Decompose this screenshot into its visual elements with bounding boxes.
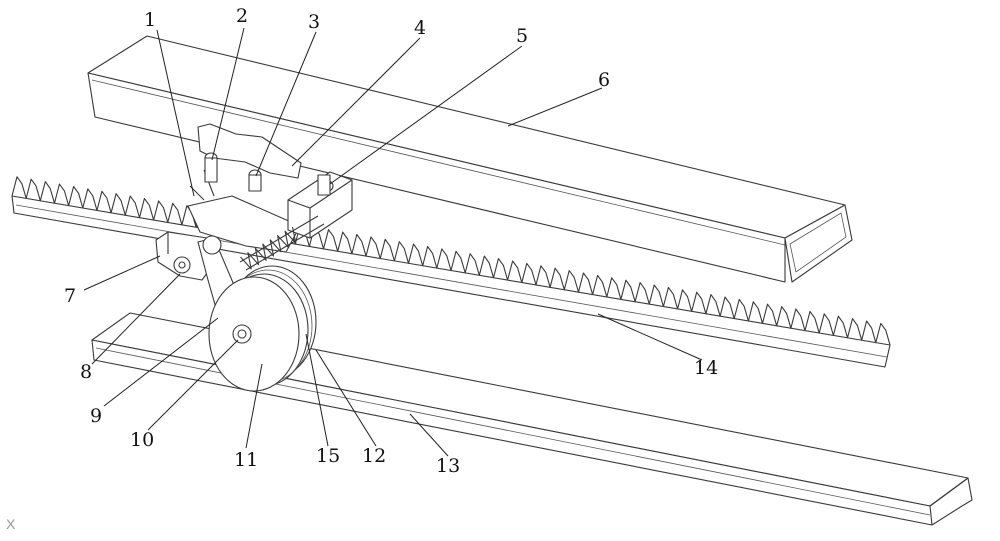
clamp-block [287,171,353,239]
label-11: 11 [234,449,258,471]
bracket [187,123,302,253]
label-4: 4 [414,17,426,39]
label-6: 6 [598,69,610,91]
part-labels: 1 2 3 4 5 6 7 8 9 10 11 15 12 13 14 [64,5,718,477]
label-10: 10 [130,429,154,451]
pulley [208,265,317,392]
corner-mark: X [6,516,16,532]
label-7: 7 [64,285,76,307]
spring [239,215,325,271]
label-12: 12 [362,445,386,467]
label-3: 3 [308,11,320,33]
label-14: 14 [694,357,718,379]
pin-3 [248,169,262,192]
label-8: 8 [80,361,92,383]
label-5: 5 [516,25,528,47]
label-13: 13 [436,455,460,477]
leader-lines [83,27,703,457]
label-2: 2 [236,5,248,27]
pin-2 [204,152,218,183]
label-15: 15 [316,445,340,467]
square-tube [87,35,853,283]
label-9: 9 [90,405,102,427]
label-1: 1 [144,9,156,31]
